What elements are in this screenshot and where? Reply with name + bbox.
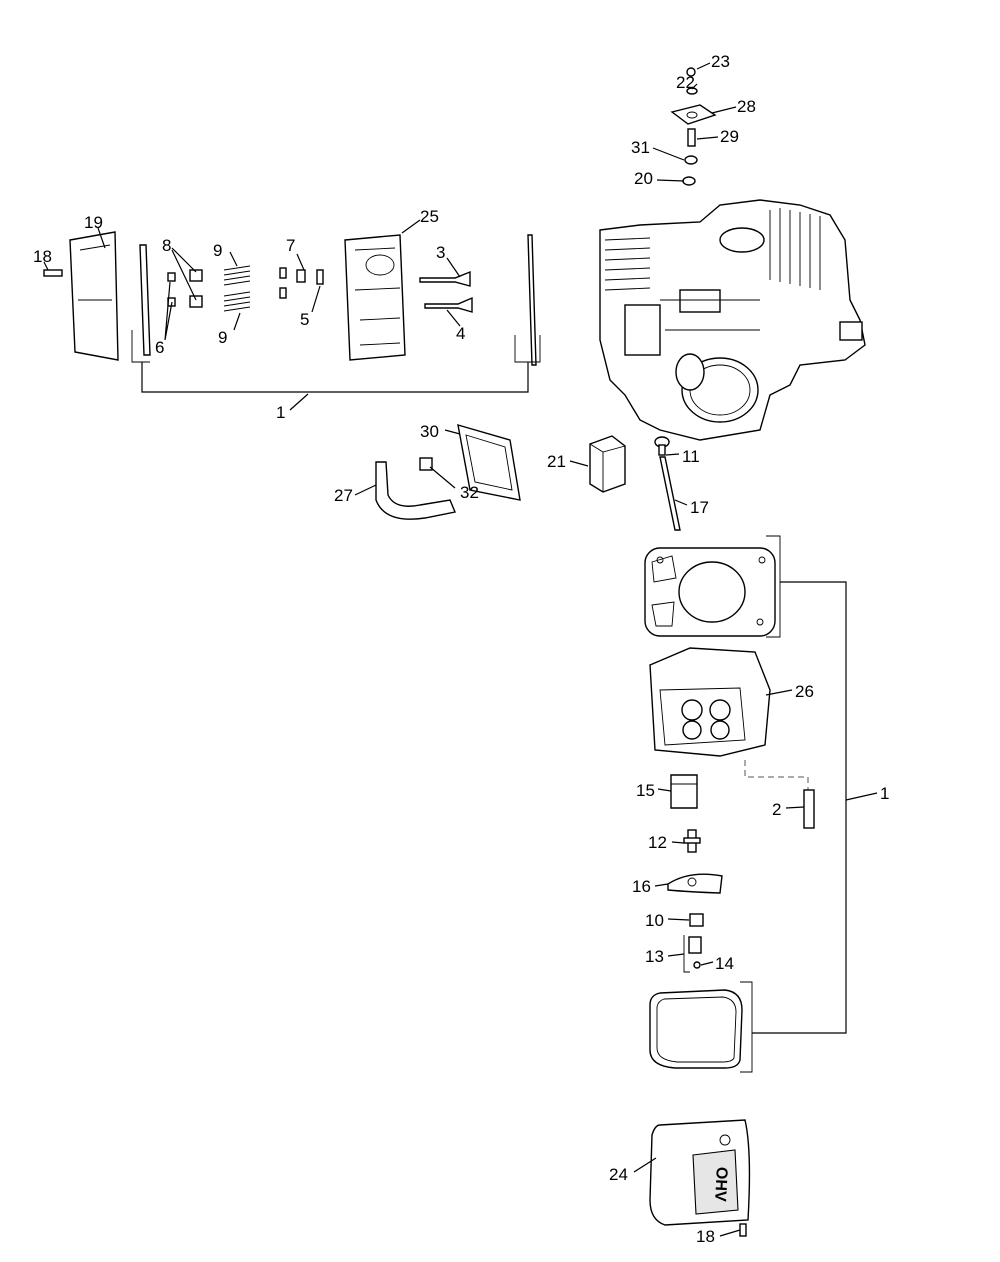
callout-29: 29 [720,127,739,146]
callout-23: 23 [711,52,730,71]
springs-9 [223,265,251,312]
nut-13-screw-14 [683,935,702,973]
callout-9-bottom: 9 [218,328,227,347]
callout-9-top: 9 [213,241,222,260]
callout-30: 30 [420,422,439,441]
callout-1-left: 1 [276,403,285,422]
valve-cover-19 [69,231,119,361]
cylinder-head-26 [649,647,771,757]
retainers-8 [189,269,203,308]
callout-13: 13 [645,947,664,966]
callout-1-right: 1 [880,784,889,803]
bracket-group-1-left [131,330,541,393]
hose-27 [375,461,456,520]
breather-stack [670,67,717,186]
callout-17: 17 [690,498,709,517]
screw-18b [739,1223,747,1237]
fitting-32 [419,457,433,471]
guides-seals [279,267,324,299]
pushrod-17 [659,456,681,531]
head-gasket-top [644,547,776,637]
plate-15 [670,774,698,809]
callout-16: 16 [632,877,651,896]
callout-11: 11 [682,447,700,466]
callout-labels: 23 22 28 29 31 20 19 18 8 9 7 25 3 6 9 5… [33,52,889,1246]
valve-cover-24: OHV [649,1119,751,1226]
callout-31: 31 [631,138,650,157]
callout-10: 10 [645,911,664,930]
callout-24: 24 [609,1165,628,1184]
rocker-16 [667,873,723,894]
valves-3-4 [419,270,473,313]
callout-28: 28 [737,97,756,116]
callout-19: 19 [84,213,103,232]
head-bolt-2 [744,760,815,829]
head-gasket-edge [527,234,537,366]
callout-4: 4 [456,324,465,343]
lifter-11 [654,436,670,456]
callout-12: 12 [648,833,667,852]
callout-8: 8 [162,236,171,255]
leader-lines [43,62,878,1237]
callout-7: 7 [286,236,295,255]
block-21 [589,435,626,493]
callout-22: 22 [676,73,695,92]
callout-5: 5 [300,310,309,329]
callout-32: 32 [460,483,479,502]
valve-cover-brand-text: OHV [711,1166,730,1202]
callout-26: 26 [795,682,814,701]
cylinder-head-25 [344,234,406,361]
callout-2: 2 [772,800,781,819]
gasket-strip [139,244,151,356]
callout-20: 20 [634,169,653,188]
gasket-30 [457,424,521,501]
valve-cover-gasket [649,989,743,1069]
callout-27: 27 [334,486,353,505]
screw-18a [43,269,63,277]
bracket-group-1-right [740,535,847,1073]
crankcase-block [599,199,866,441]
callout-18-top: 18 [33,247,52,266]
callout-21: 21 [547,452,566,471]
callout-14: 14 [715,954,734,973]
callout-15: 15 [636,781,655,800]
callout-25: 25 [420,207,439,226]
stud-12 [683,829,701,853]
callout-3: 3 [436,243,445,262]
callout-18-bottom: 18 [696,1227,715,1246]
callout-6: 6 [155,338,164,357]
pivot-10 [689,913,704,927]
